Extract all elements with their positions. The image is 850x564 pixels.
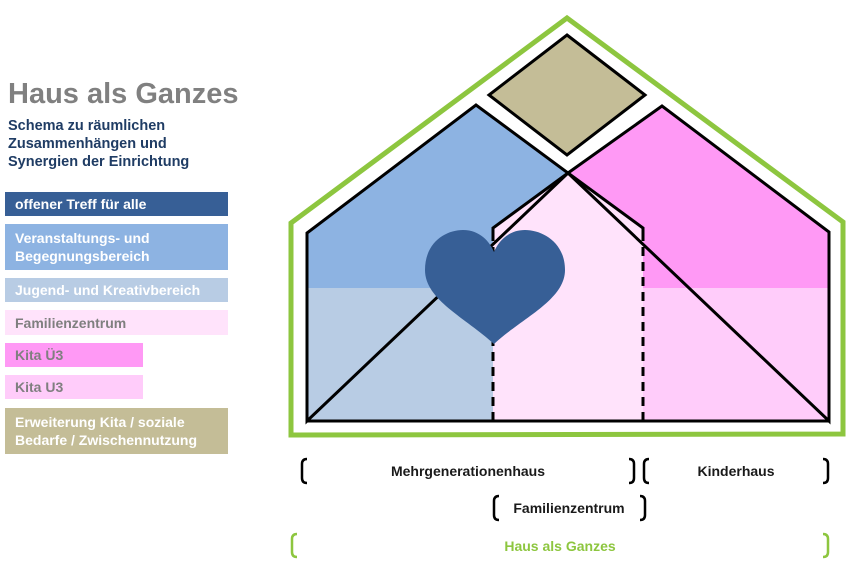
bracket-mehrgenerationenhaus-left (300, 457, 308, 485)
label-familienzentrum: Familienzentrum (513, 500, 625, 516)
legend-veranstaltung: Veranstaltungs- und Begegnungsbereich (5, 224, 228, 270)
bracket-haus-left (290, 532, 298, 559)
label-haus-als-ganzes: Haus als Ganzes (504, 538, 616, 554)
page-subtitle: Schema zu räumlichen Zusammenhängen und … (8, 118, 190, 170)
heart-icon (425, 230, 565, 344)
bracket-kinderhaus-left (642, 457, 650, 485)
bracket-mehrgenerationenhaus-right (628, 457, 636, 485)
middle-house-roof (491, 171, 645, 232)
legend-erweiterung: Erweiterung Kita / soziale Bedarfe / Zwi… (5, 408, 228, 454)
bracket-haus-right (822, 532, 830, 559)
bracket-familienzentrum-right (639, 494, 647, 522)
label-mehrgenerationenhaus: Mehrgenerationenhaus (390, 463, 546, 479)
house-outline (288, 14, 846, 438)
legend-jugend: Jugend- und Kreativbereich (5, 278, 228, 302)
legend-familienzentrum: Familienzentrum (5, 310, 228, 335)
label-kinderhaus: Kinderhaus (697, 463, 775, 479)
bracket-kinderhaus-right (822, 457, 830, 485)
page-title: Haus als Ganzes (8, 78, 239, 110)
legend-treff: offener Treff für alle (5, 192, 228, 216)
right-house-outline (565, 104, 831, 425)
bracket-familienzentrum-left (492, 494, 500, 522)
legend-kita-u3: Kita U3 (5, 375, 143, 399)
legend-kita-ue3: Kita Ü3 (5, 343, 143, 367)
zone-erweiterung (486, 33, 648, 157)
